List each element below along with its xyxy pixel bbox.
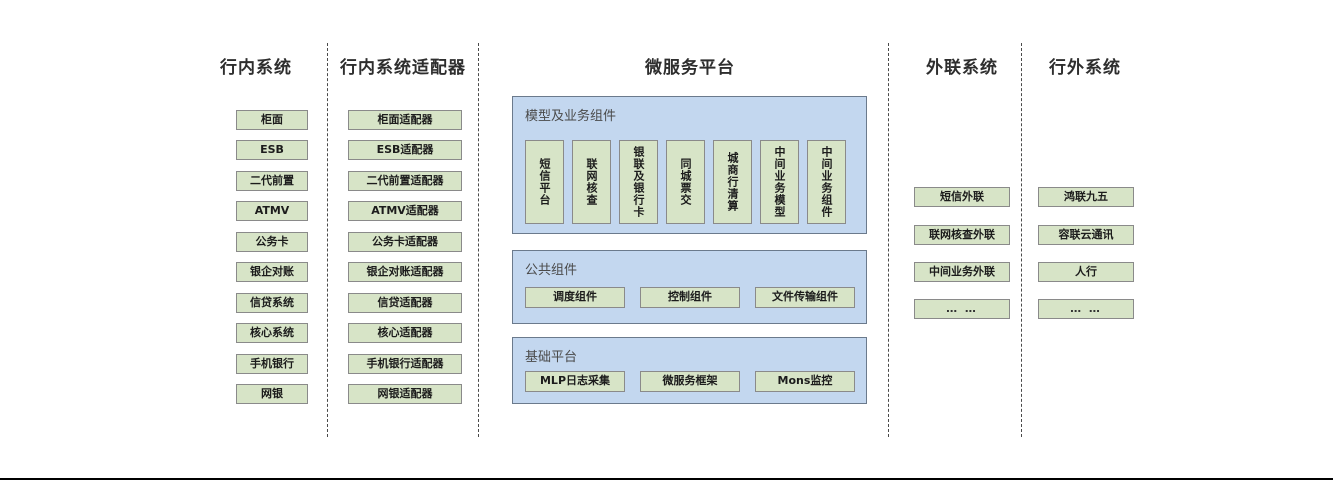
node-in-bank-system-6[interactable]: 银企对账 (236, 262, 308, 282)
node-in-bank-adapter-4[interactable]: ATMV适配器 (348, 201, 462, 221)
node-base-platform-1[interactable]: MLP日志采集 (525, 371, 625, 392)
node-in-bank-system-4[interactable]: ATMV (236, 201, 308, 221)
node-public-component-2[interactable]: 控制组件 (640, 287, 740, 308)
bottom-rule (0, 478, 1333, 480)
node-external-link-4[interactable]: … … (914, 299, 1010, 319)
node-model-component-6-label: 中间业务模型 (773, 146, 786, 218)
node-in-bank-system-9[interactable]: 手机银行 (236, 354, 308, 374)
node-external-link-2[interactable]: 联网核查外联 (914, 225, 1010, 245)
node-model-component-5-label: 城商行清算 (726, 152, 739, 212)
node-in-bank-adapter-9[interactable]: 手机银行适配器 (348, 354, 462, 374)
node-in-bank-system-7[interactable]: 信贷系统 (236, 293, 308, 313)
node-off-bank-3[interactable]: 人行 (1038, 262, 1134, 282)
node-in-bank-adapter-8[interactable]: 核心适配器 (348, 323, 462, 343)
node-base-platform-2[interactable]: 微服务框架 (640, 371, 740, 392)
node-base-platform-3[interactable]: Mons监控 (755, 371, 855, 392)
divider-3 (888, 43, 889, 437)
divider-4 (1021, 43, 1022, 437)
node-external-link-3[interactable]: 中间业务外联 (914, 262, 1010, 282)
node-in-bank-adapter-5[interactable]: 公务卡适配器 (348, 232, 462, 252)
column-title-in-bank-adapters: 行内系统适配器 (340, 58, 466, 78)
panel-base-platform: 基础平台 (512, 337, 867, 404)
node-external-link-1[interactable]: 短信外联 (914, 187, 1010, 207)
column-title-microservice-platform: 微服务平台 (645, 58, 735, 78)
node-in-bank-adapter-7[interactable]: 信贷适配器 (348, 293, 462, 313)
node-in-bank-system-1[interactable]: 柜面 (236, 110, 308, 130)
node-model-component-1[interactable]: 短信平台 (525, 140, 564, 224)
node-in-bank-adapter-2[interactable]: ESB适配器 (348, 140, 462, 160)
divider-2 (478, 43, 479, 437)
node-in-bank-adapter-1[interactable]: 柜面适配器 (348, 110, 462, 130)
node-in-bank-system-2[interactable]: ESB (236, 140, 308, 160)
column-title-off-bank-systems: 行外系统 (1049, 58, 1121, 78)
node-model-component-7-label: 中间业务组件 (820, 146, 833, 218)
node-model-component-6[interactable]: 中间业务模型 (760, 140, 799, 224)
node-model-component-2[interactable]: 联网核查 (572, 140, 611, 224)
node-model-component-7[interactable]: 中间业务组件 (807, 140, 846, 224)
node-off-bank-4[interactable]: … … (1038, 299, 1134, 319)
node-in-bank-adapter-3[interactable]: 二代前置适配器 (348, 171, 462, 191)
node-in-bank-adapter-6[interactable]: 银企对账适配器 (348, 262, 462, 282)
column-title-external-link-systems: 外联系统 (926, 58, 998, 78)
panel-label-base-platform: 基础平台 (525, 350, 578, 365)
node-in-bank-system-3[interactable]: 二代前置 (236, 171, 308, 191)
node-public-component-3[interactable]: 文件传输组件 (755, 287, 855, 308)
panel-label-public-components: 公共组件 (525, 263, 578, 278)
node-model-component-5[interactable]: 城商行清算 (713, 140, 752, 224)
node-model-component-3[interactable]: 银联及银行卡 (619, 140, 658, 224)
column-title-in-bank-systems: 行内系统 (220, 58, 292, 78)
panel-label-model-business-components: 模型及业务组件 (525, 109, 617, 124)
node-model-component-3-label: 银联及银行卡 (632, 146, 645, 218)
divider-1 (327, 43, 328, 437)
node-in-bank-system-5[interactable]: 公务卡 (236, 232, 308, 252)
node-public-component-1[interactable]: 调度组件 (525, 287, 625, 308)
node-off-bank-1[interactable]: 鸿联九五 (1038, 187, 1134, 207)
node-model-component-1-label: 短信平台 (538, 158, 551, 206)
node-in-bank-system-10[interactable]: 网银 (236, 384, 308, 404)
node-model-component-2-label: 联网核查 (585, 158, 598, 206)
node-model-component-4-label: 同城票交 (679, 158, 692, 206)
node-model-component-4[interactable]: 同城票交 (666, 140, 705, 224)
node-off-bank-2[interactable]: 容联云通讯 (1038, 225, 1134, 245)
node-in-bank-adapter-10[interactable]: 网银适配器 (348, 384, 462, 404)
node-in-bank-system-8[interactable]: 核心系统 (236, 323, 308, 343)
